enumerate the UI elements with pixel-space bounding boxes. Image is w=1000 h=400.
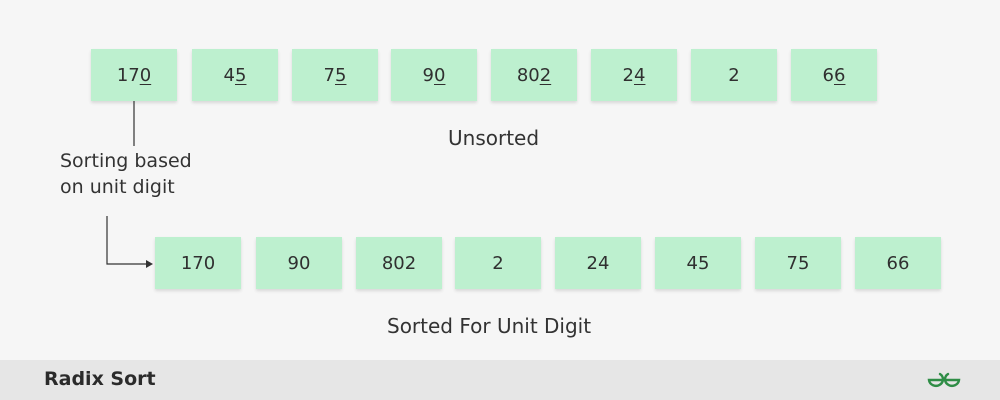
- sorted-box: 75: [755, 237, 841, 289]
- number-prefix: 2: [622, 64, 634, 86]
- unit-digit: 0: [434, 64, 446, 86]
- number-prefix: 6: [822, 64, 834, 86]
- sorted-box: 66: [855, 237, 941, 289]
- number-prefix: 7: [323, 64, 335, 86]
- sorted-box: 2: [455, 237, 541, 289]
- note-line: Sorting based: [60, 150, 192, 172]
- unit-digit: 2: [728, 64, 740, 86]
- sorted-box: 802: [356, 237, 442, 289]
- sorted-box: 24: [555, 237, 641, 289]
- unit-digit: 0: [139, 64, 152, 86]
- sorted-box: 90: [256, 237, 342, 289]
- sorted-label: Sorted For Unit Digit: [387, 314, 592, 338]
- unsorted-label: Unsorted: [448, 126, 540, 150]
- connector-arrow-icon: [106, 101, 153, 268]
- footer-title: Radix Sort: [44, 368, 156, 390]
- unit-digit: 5: [335, 64, 347, 86]
- sorted-box: 170: [155, 237, 241, 289]
- number-prefix: 17: [116, 64, 140, 86]
- unsorted-box: 2: [691, 49, 777, 101]
- number-prefix: 4: [223, 64, 235, 86]
- number-prefix: 80: [516, 64, 540, 86]
- sorted-box: 45: [655, 237, 741, 289]
- geeksforgeeks-logo-icon: [927, 372, 961, 387]
- unit-digit: 4: [634, 64, 646, 86]
- unit-digit: 5: [235, 64, 247, 86]
- unit-digit: 2: [539, 64, 552, 86]
- unit-digit: 6: [834, 64, 846, 86]
- sorting-note: Sorting based on unit digit: [60, 148, 192, 200]
- footer-bar: Radix Sort: [0, 360, 1000, 400]
- note-line: on unit digit: [60, 176, 175, 198]
- number-prefix: 9: [422, 64, 434, 86]
